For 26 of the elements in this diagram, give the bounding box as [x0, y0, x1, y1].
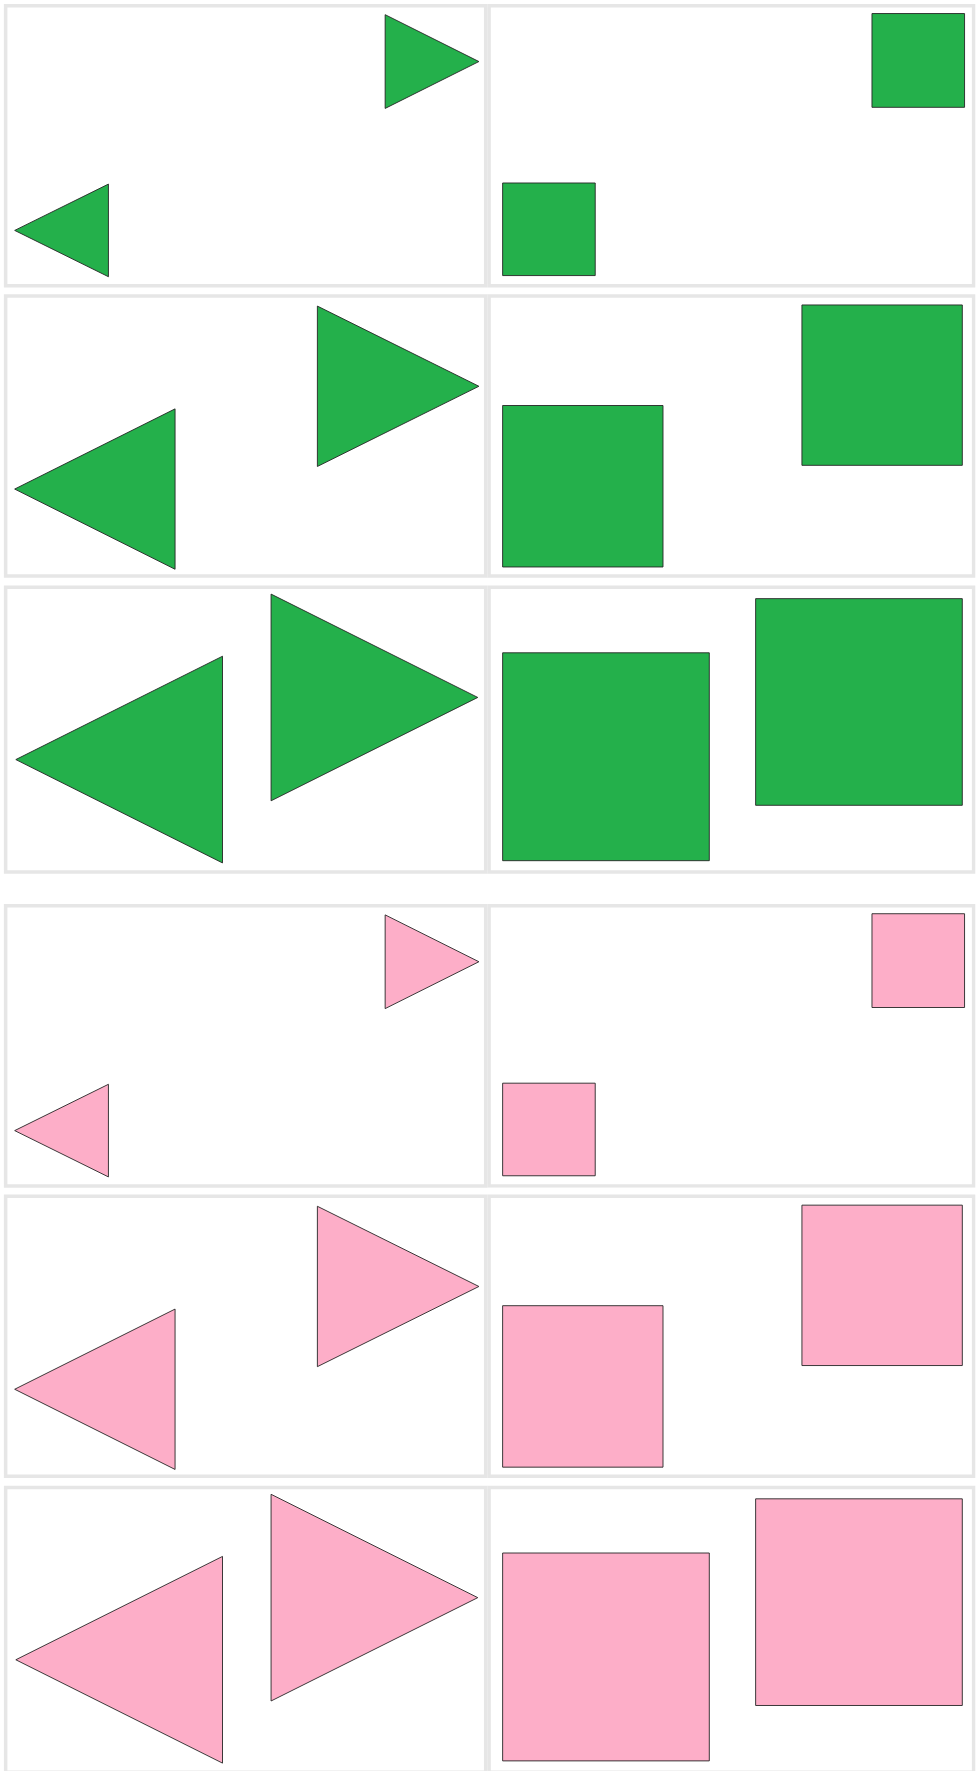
square	[502, 1552, 710, 1762]
triangle	[14, 1083, 109, 1178]
triangle	[15, 655, 223, 864]
square	[871, 913, 966, 1008]
square	[755, 598, 963, 806]
panel	[3, 3, 488, 288]
triangle	[14, 1308, 176, 1470]
square	[502, 182, 596, 277]
triangle	[384, 14, 480, 109]
panel	[3, 904, 488, 1188]
triangle	[317, 1205, 480, 1368]
square	[502, 652, 710, 862]
triangle	[317, 305, 480, 467]
square	[801, 1204, 963, 1366]
square	[801, 304, 963, 466]
triangle	[270, 593, 479, 802]
triangle	[270, 1493, 479, 1702]
triangle	[14, 408, 176, 570]
square	[502, 405, 664, 568]
square	[502, 1082, 596, 1177]
triangle	[14, 183, 109, 278]
triangle	[15, 1555, 223, 1764]
square	[755, 1498, 963, 1706]
square	[502, 1305, 664, 1468]
square	[871, 13, 966, 108]
triangle	[384, 914, 480, 1010]
